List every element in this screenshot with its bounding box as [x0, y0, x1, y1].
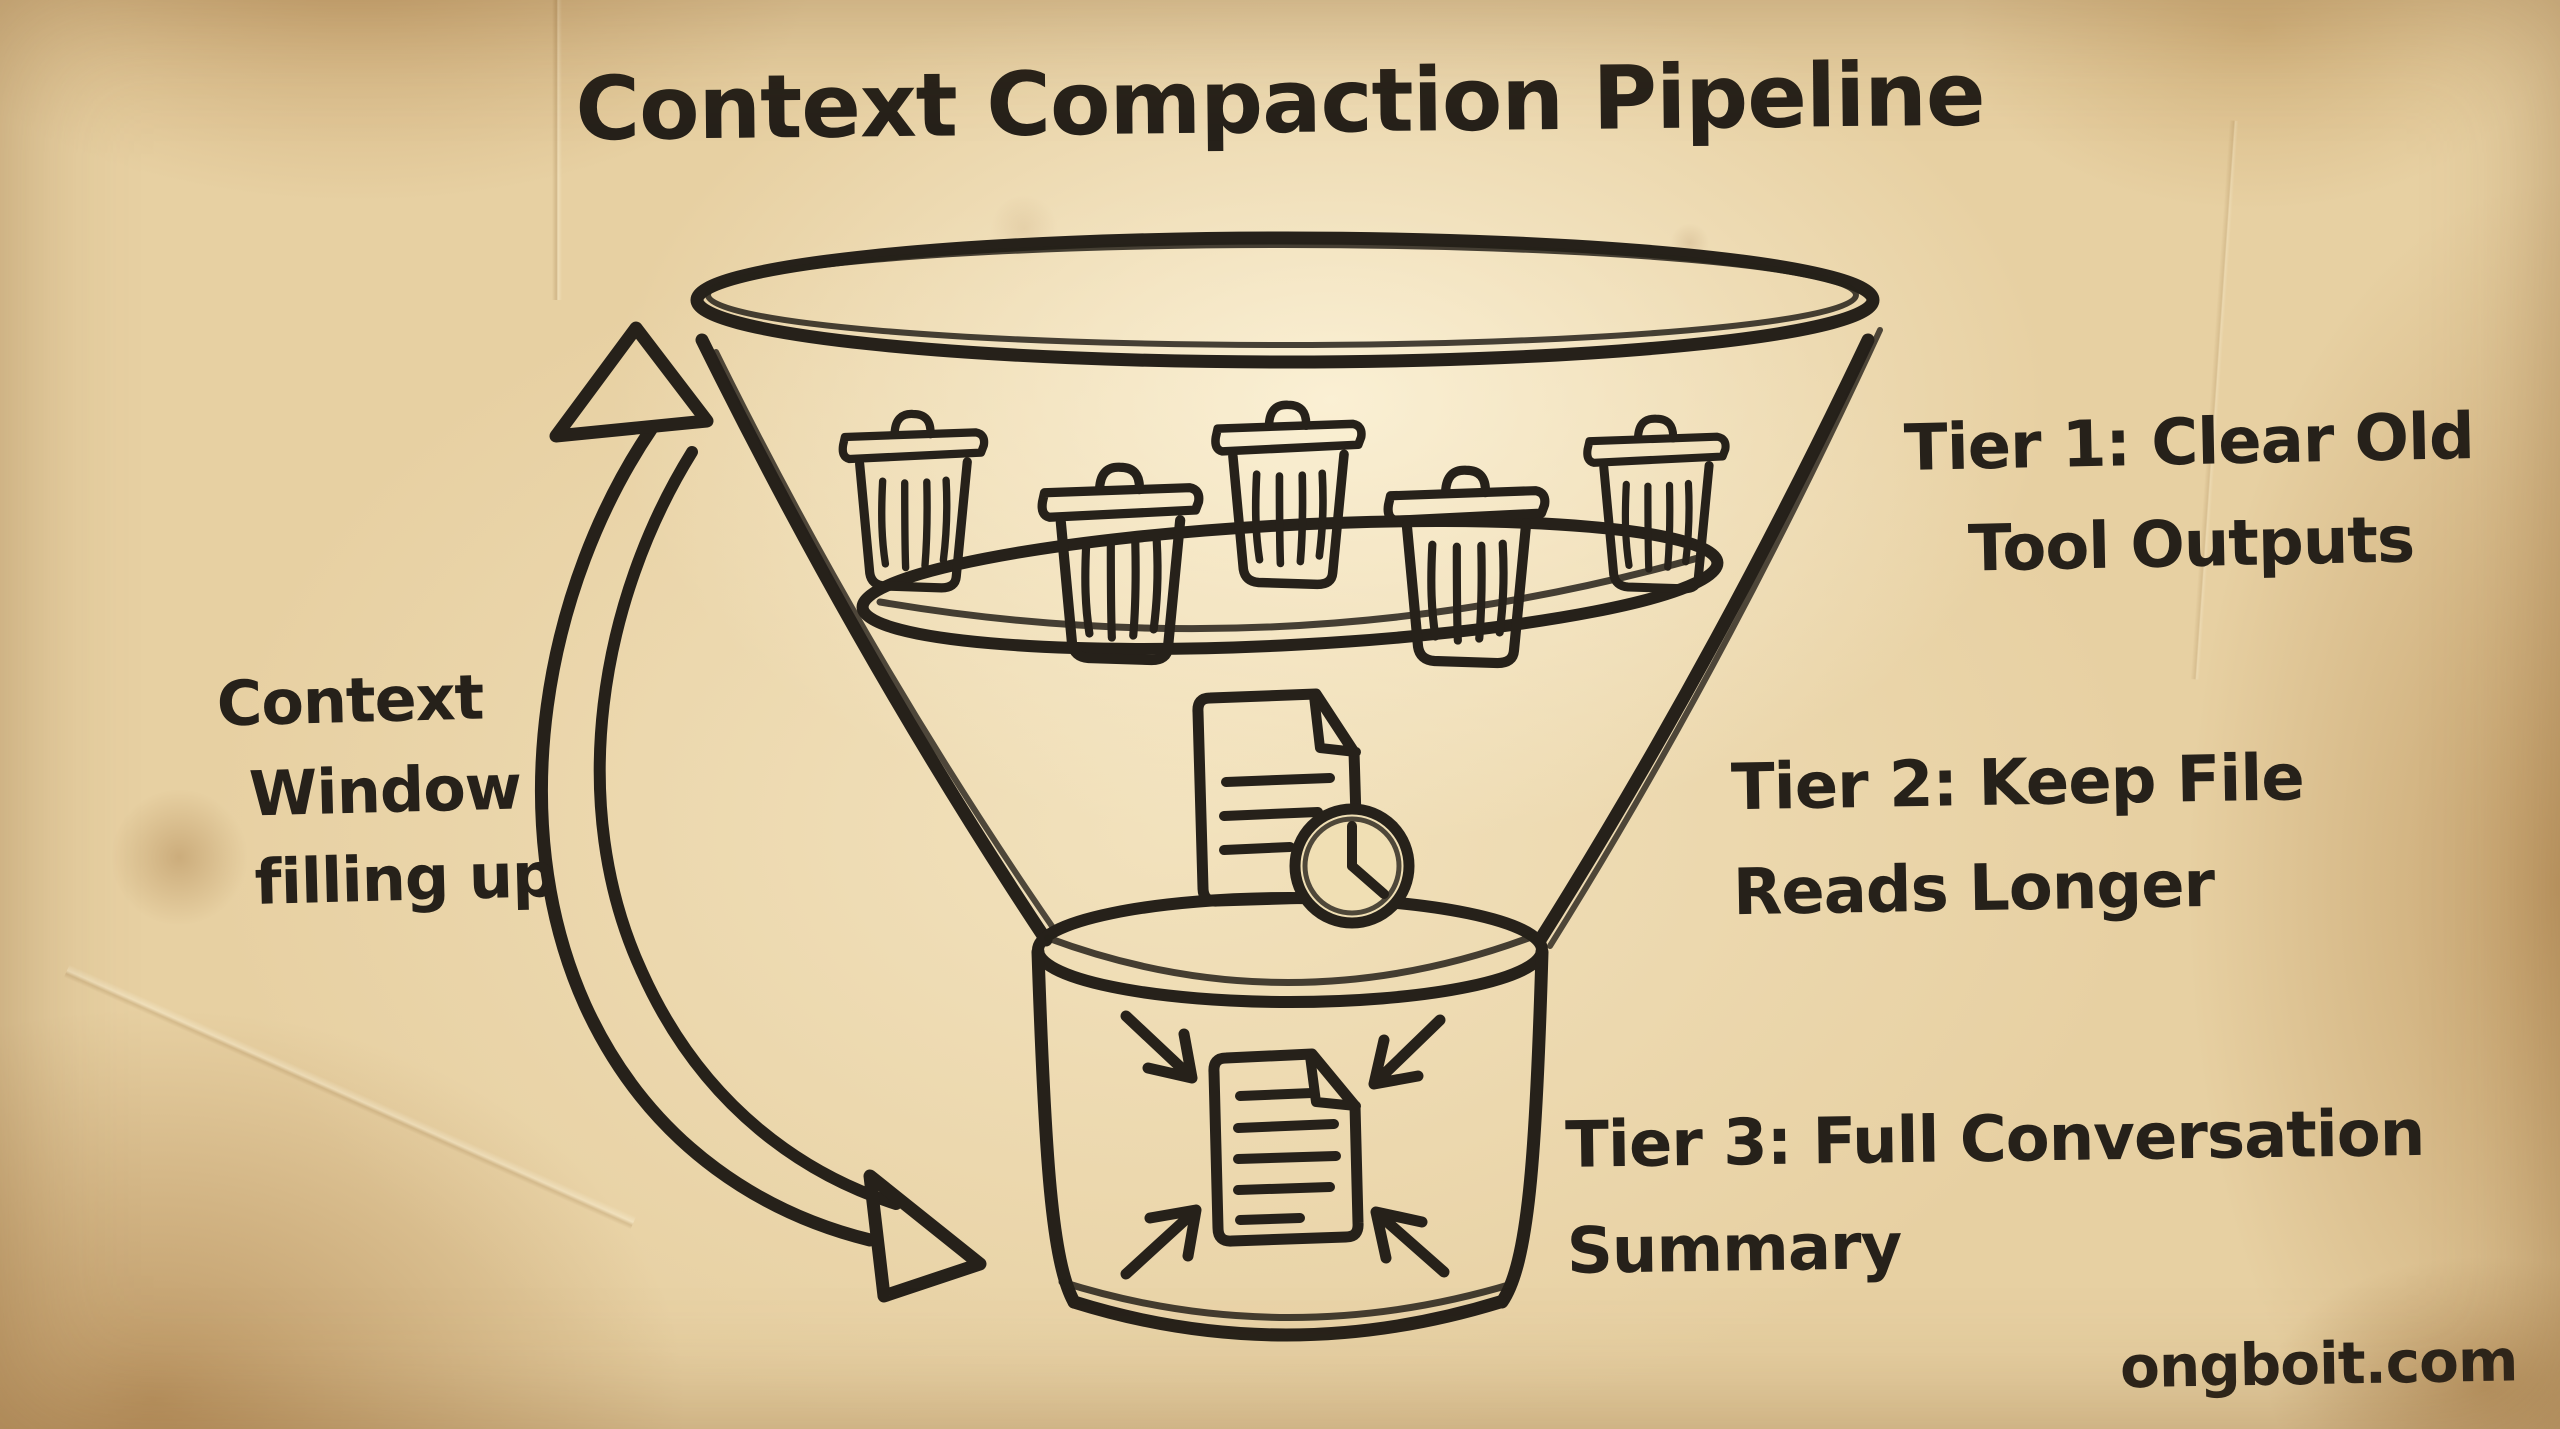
- clock-icon: [1289, 803, 1415, 929]
- compress-arrow: [1120, 1204, 1202, 1280]
- context-window-label-line3: filling up: [253, 838, 557, 919]
- tier-3-label: Tier 3: Full Conversation Summary: [1565, 1079, 2548, 1305]
- arrowhead-down: [863, 1169, 987, 1303]
- context-window-label-line2: Window: [248, 750, 522, 831]
- tier-1-label-line2: Tool Outputs: [1967, 503, 2415, 587]
- funnel-top-rim: [690, 231, 1880, 369]
- arrowhead-up: [549, 321, 714, 443]
- document-clock-icon: [1192, 688, 1415, 929]
- tier-1-label: Tier 1: Clear Old Tool Outputs: [1858, 385, 2522, 603]
- funnel-left-edge: [695, 333, 1059, 947]
- compress-arrow: [1368, 1014, 1446, 1090]
- trash-can-icon: [1215, 405, 1361, 585]
- compress-arrow: [1370, 1206, 1450, 1278]
- funnel-right-edge: [1533, 327, 1883, 949]
- tier-3-label-line1: Tier 3: Full Conversation: [1564, 1096, 2425, 1183]
- cycle-arrow: [535, 321, 987, 1303]
- watermark-url: ongboit.com: [2119, 1326, 2518, 1402]
- tier-1-label-line1: Tier 1: Clear Old: [1903, 400, 2475, 486]
- context-window-label-line1: Context: [215, 660, 485, 741]
- trash-can-icon: [1587, 419, 1725, 589]
- tier-2-label-line2: Reads Longer: [1732, 847, 2215, 931]
- tier-2-label-line1: Tier 2: Keep File: [1730, 741, 2305, 826]
- tier-3-label-line2: Summary: [1566, 1210, 1902, 1289]
- compress-arrow: [1120, 1010, 1198, 1084]
- tier-2-label: Tier 2: Keep File Reads Longer: [1730, 724, 2454, 947]
- document-compress-icon: [1120, 1010, 1450, 1280]
- summary-bucket: [1031, 892, 1549, 1342]
- tier-divider-ellipse: [856, 515, 1724, 655]
